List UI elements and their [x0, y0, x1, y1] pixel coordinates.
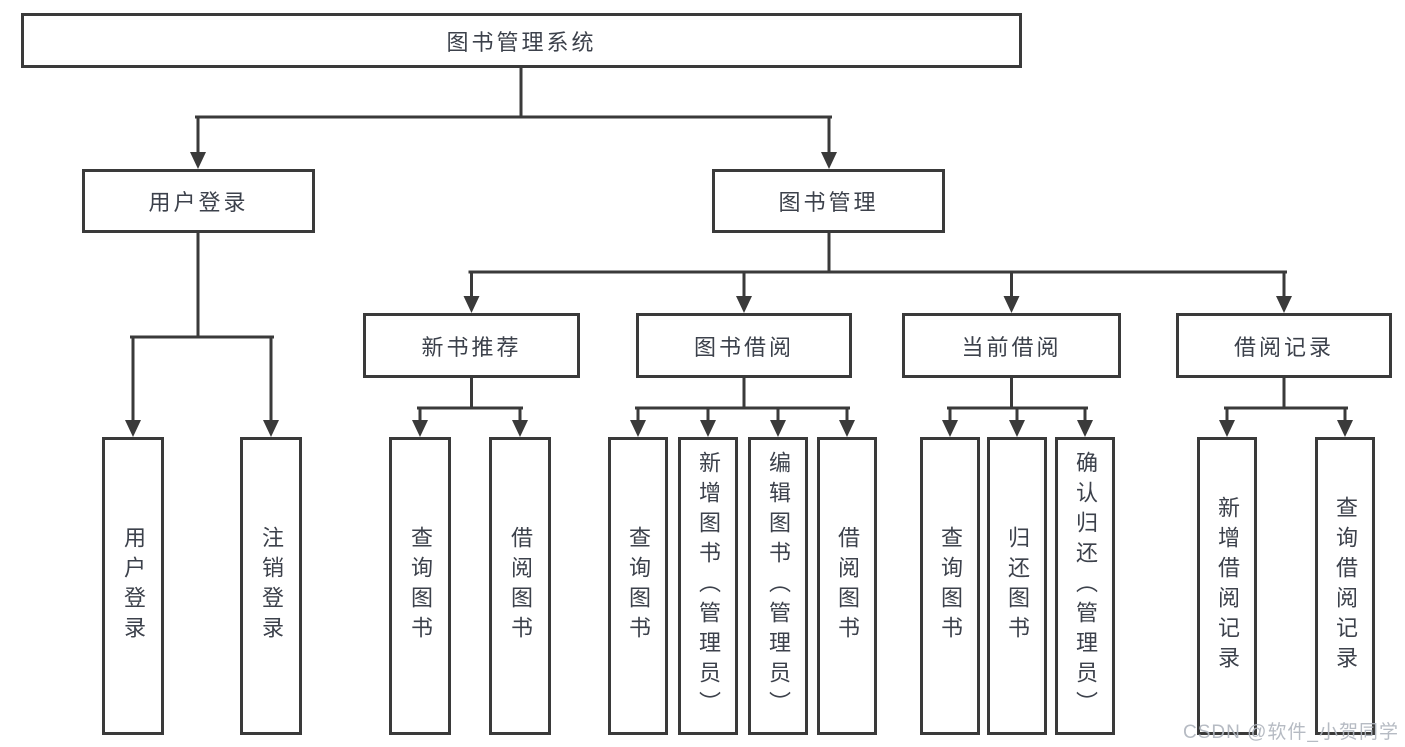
leaf-current-query-books: 查询图书 [920, 437, 980, 735]
node-root: 图书管理系统 [21, 13, 1022, 68]
connectors-group [125, 64, 1353, 437]
node-root-label: 图书管理系统 [446, 29, 597, 55]
leaf-borrow-books: 借阅图书 [817, 437, 877, 735]
leaf-user-login: 用户登录 [102, 437, 164, 735]
leaf-add-borrow-record: 新增借阅记录 [1197, 437, 1257, 735]
node-book-management: 图书管理 [712, 169, 945, 233]
leaf-borrow-query-books-label: 查询图书 [626, 526, 651, 646]
node-user-login: 用户登录 [82, 169, 315, 233]
leaf-logout: 注销登录 [240, 437, 302, 735]
leaf-confirm-return-admin: 确认归还（管理员） [1055, 437, 1115, 735]
watermark: CSDN @软件_小贺同学 [1183, 722, 1399, 743]
leaf-recommend-borrow-books: 借阅图书 [489, 437, 551, 735]
leaf-user-login-label: 用户登录 [121, 526, 146, 646]
leaf-current-query-books-label: 查询图书 [938, 526, 963, 646]
leaf-add-books-admin: 新增图书（管理员） [678, 437, 738, 735]
leaf-add-borrow-record-label: 新增借阅记录 [1215, 496, 1240, 676]
node-new-book-recommend: 新书推荐 [363, 313, 580, 378]
leaf-confirm-return-admin-label: 确认归还（管理员） [1073, 451, 1098, 721]
node-book-borrow: 图书借阅 [636, 313, 852, 378]
leaf-query-borrow-record-label: 查询借阅记录 [1333, 496, 1358, 676]
leaf-query-borrow-record: 查询借阅记录 [1315, 437, 1375, 735]
leaf-edit-books-admin: 编辑图书（管理员） [748, 437, 808, 735]
leaf-edit-books-admin-label: 编辑图书（管理员） [766, 451, 791, 721]
leaf-recommend-query-books: 查询图书 [389, 437, 451, 735]
node-user-login-label: 用户登录 [148, 190, 249, 215]
leaf-recommend-query-books-label: 查询图书 [408, 526, 433, 646]
leaf-return-books: 归还图书 [987, 437, 1047, 735]
leaf-borrow-books-label: 借阅图书 [835, 526, 860, 646]
node-current-borrow-label: 当前借阅 [961, 334, 1062, 360]
leaf-logout-label: 注销登录 [259, 526, 284, 646]
node-borrow-records-label: 借阅记录 [1233, 334, 1334, 360]
node-current-borrow: 当前借阅 [902, 313, 1121, 378]
node-book-management-label: 图书管理 [778, 190, 879, 215]
leaf-add-books-admin-label: 新增图书（管理员） [696, 451, 721, 721]
node-borrow-records: 借阅记录 [1176, 313, 1392, 378]
node-new-book-recommend-label: 新书推荐 [421, 334, 522, 360]
leaf-recommend-borrow-books-label: 借阅图书 [508, 526, 533, 646]
leaf-borrow-query-books: 查询图书 [608, 437, 668, 735]
leaf-return-books-label: 归还图书 [1005, 526, 1030, 646]
node-book-borrow-label: 图书借阅 [693, 334, 794, 360]
